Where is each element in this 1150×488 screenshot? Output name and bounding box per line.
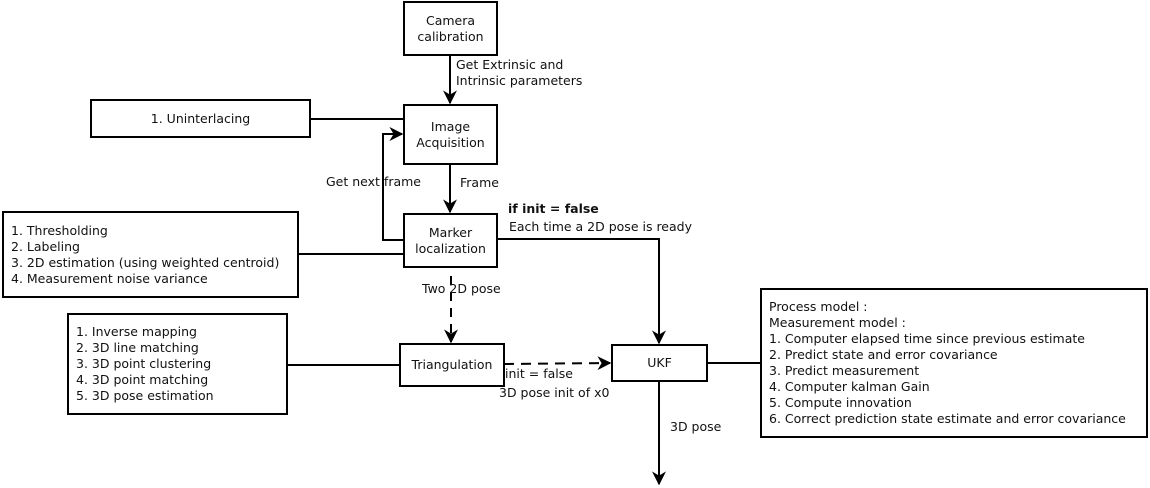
note-uninterlacing: 1. Uninterlacing <box>90 99 311 138</box>
node-image-acquisition: Image Acquisition <box>403 104 498 165</box>
edge-label-frame: Frame <box>460 175 499 190</box>
node-camera-calibration: Camera calibration <box>403 1 498 56</box>
note-triangulation-steps: 1. Inverse mapping 2. 3D line matching 3… <box>67 313 288 415</box>
list-item: 3. 3D point clustering <box>76 356 212 371</box>
list-item: 1. Inverse mapping <box>76 324 197 339</box>
list-item: 6. Correct prediction state estimate and… <box>769 411 1126 426</box>
edge-label-calibration-1: Get Extrinsic and <box>456 57 564 72</box>
list-item: 3. Predict measurement <box>769 363 920 378</box>
list-item: 2. 3D line matching <box>76 340 199 355</box>
note-ukf-steps: Process model : Measurement model : 1. C… <box>760 288 1148 438</box>
edge-label-two-2d-pose: Two 2D pose <box>422 281 501 296</box>
note-uninterlacing-text: 1. Uninterlacing <box>150 110 251 126</box>
list-item: Measurement model : <box>769 315 906 330</box>
edge-label-each-time: Each time a 2D pose is ready <box>509 219 692 234</box>
node-ukf: UKF <box>611 344 708 382</box>
note-marker-steps: 1. Thresholding 2. Labeling 3. 2D estima… <box>2 211 299 298</box>
list-item: 5. Compute innovation <box>769 395 912 410</box>
edge-label-get-next-frame: Get next frame <box>326 174 421 189</box>
node-triangulation: Triangulation <box>399 343 505 387</box>
edge-label-init-false: init = false <box>505 366 573 381</box>
list-item: Process model : <box>769 299 868 314</box>
list-item: 1. Thresholding <box>11 222 108 238</box>
edge-triangulation-to-ukf <box>503 356 612 371</box>
edge-label-calibration-2: Intrinsic parameters <box>456 73 583 88</box>
list-item: 2. Predict state and error covariance <box>769 347 998 362</box>
edge-marker-to-acquisition-feedback <box>382 127 404 241</box>
edge-label-init-false-bold: if init = false <box>508 201 599 216</box>
list-item: 5. 3D pose estimation <box>76 388 214 403</box>
list-item: 1. Computer elapsed time since previous … <box>769 331 1085 346</box>
edge-label-pose-init: 3D pose init of x0 <box>499 385 610 400</box>
list-item: 4. Computer kalman Gain <box>769 379 930 394</box>
list-item: 3. 2D estimation (using weighted centroi… <box>11 254 280 270</box>
node-marker-localization: Marker localization <box>403 213 498 268</box>
list-item: 4. 3D point matching <box>76 372 209 387</box>
list-item: 4. Measurement noise variance <box>11 270 208 286</box>
edge-marker-to-ukf <box>497 238 666 345</box>
edge-label-3d-pose: 3D pose <box>670 419 722 434</box>
list-item: 2. Labeling <box>11 238 80 254</box>
